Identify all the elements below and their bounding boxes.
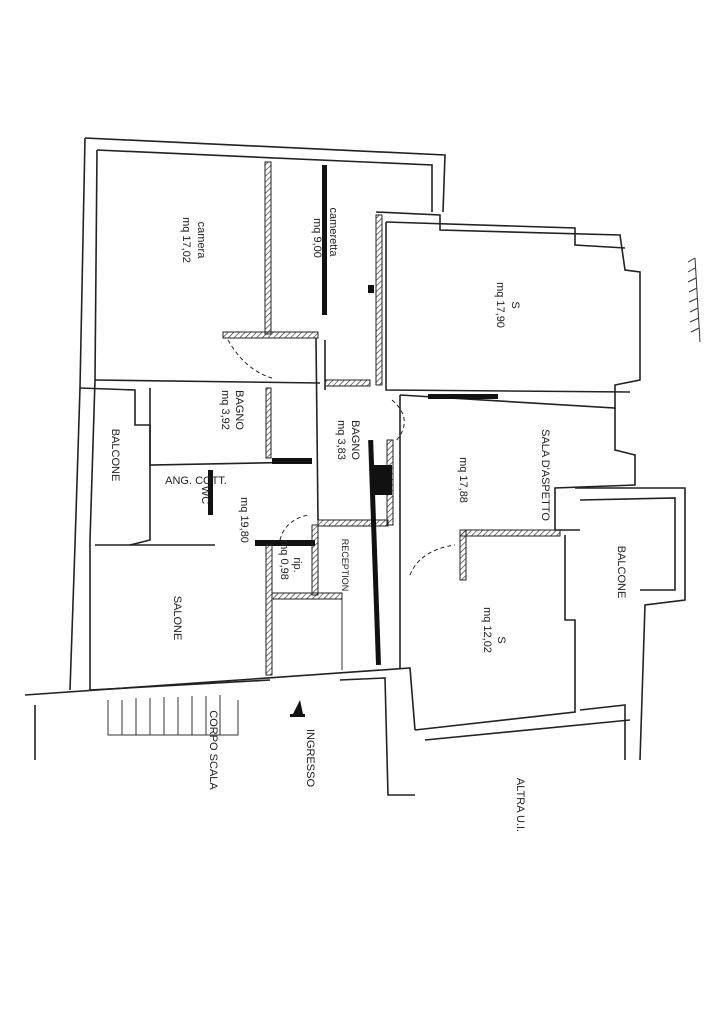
room-labels: camera mq 17,02 cameretta mq 9,00 S mq 1… [109,208,627,833]
room-name-bagno2: BAGNO [349,420,361,460]
room-area-s1: mq 17,90 [494,282,506,328]
room-name-reception: RECEPTION [340,539,350,592]
room-area-bagno1: mq 3,92 [219,390,231,430]
room-area-sala-aspetto: mq 17,88 [457,457,469,503]
entrance-marker-icon [290,700,305,717]
room-name-s1: S [509,301,521,308]
label-ingresso: INGRESSO [304,729,316,788]
room-name-s2: S [495,636,507,643]
room-area-bagno2: mq 3,83 [335,420,347,460]
room-area-soggiorno: mq 19,80 [238,497,250,543]
room-name-balcone-right: BALCONE [615,546,627,599]
room-name-rip: rip. [291,557,303,572]
walls [24,137,686,796]
room-name-balcone-left: BALCONE [109,429,121,482]
room-name-sala-aspetto: SALA D'ASPETTO [539,429,551,521]
label-corpo-scala: CORPO SCALA [207,710,219,790]
room-name-wc: WC [199,486,211,504]
room-name-ang-cott: ANG. COTT. [165,475,227,487]
label-altra-ui: ALTRA U.I. [514,778,526,832]
room-name-camera: camera [195,222,207,260]
room-area-camera: mq 17,02 [180,217,192,263]
room-area-s2: mq 12,02 [481,607,493,653]
room-name-salone: SALONE [171,596,183,641]
stairs [107,695,239,736]
room-area-cameretta: mq 9,00 [311,218,323,258]
scale-bar [687,257,701,343]
room-name-cameretta: cameretta [327,208,339,258]
room-area-rip: mq 0,98 [278,540,290,580]
room-name-bagno1: BAGNO [233,390,245,430]
